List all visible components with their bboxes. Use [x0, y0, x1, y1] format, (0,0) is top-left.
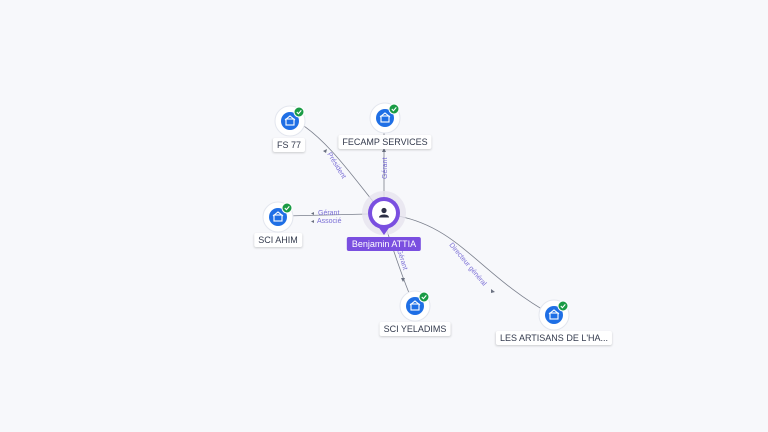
company-label-fecamp[interactable]: FECAMP SERVICES [338, 135, 432, 149]
building-icon [379, 112, 391, 123]
building-icon [272, 211, 284, 222]
arrow-artisans [491, 289, 495, 293]
company-node-fecamp[interactable] [369, 102, 401, 134]
company-label-artisans[interactable]: LES ARTISANS DE L'HA... [495, 331, 613, 345]
company-node-sciahim[interactable] [262, 201, 294, 233]
company-node-sciyeladims[interactable] [399, 290, 431, 322]
user-icon [379, 207, 389, 218]
edge-sciahim[interactable] [284, 213, 369, 217]
verified-check-icon [281, 202, 293, 214]
company-label-sciahim[interactable]: SCI AHIM [254, 233, 302, 247]
building-icon [409, 300, 421, 311]
arrow-sciyeladims [401, 278, 405, 282]
person-name-label[interactable]: Benjamin ATTIA [346, 237, 422, 251]
edge-label-artisans: Directeur général [447, 242, 487, 288]
arrow-fecamp [382, 148, 386, 152]
edge-label-sciahim: Gérant [318, 210, 339, 217]
arrow-sciahim [311, 212, 314, 215]
verified-check-icon [418, 291, 430, 303]
verified-check-icon [557, 300, 569, 312]
company-label-sciyeladims[interactable]: SCI YELADIMS [379, 322, 451, 336]
edge-label-fecamp: Gérant [382, 158, 389, 179]
arrow-sciahim-2 [311, 220, 314, 223]
edge-artisans[interactable] [397, 215, 553, 316]
person-node[interactable] [362, 191, 406, 235]
edge-label-sciahim-2: Associé [317, 218, 342, 225]
verified-check-icon [388, 103, 400, 115]
building-icon [284, 115, 296, 126]
building-icon [548, 309, 560, 320]
arrow-fs77 [323, 149, 327, 153]
company-node-artisans[interactable] [538, 299, 570, 331]
company-label-fs77[interactable]: FS 77 [272, 138, 306, 152]
company-node-fs77[interactable] [274, 105, 306, 137]
verified-check-icon [293, 106, 305, 118]
edges-layer: Président Gérant Gérant Associé Gérant D… [284, 120, 553, 316]
